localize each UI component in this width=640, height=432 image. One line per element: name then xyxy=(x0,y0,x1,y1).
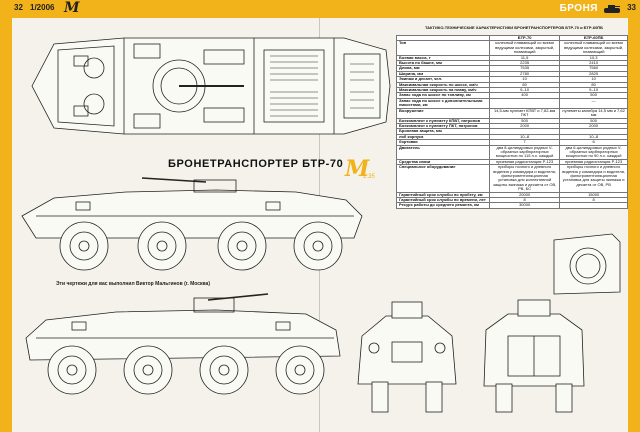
spec-btr70-cell: 400 xyxy=(488,92,561,99)
spec-btr70-cell: приборы ночного и дневного видения у ком… xyxy=(488,164,561,193)
side-view-left-drawing xyxy=(21,177,363,271)
spec-btr60pb-cell xyxy=(559,202,628,209)
spec-btr60pb-cell: 500 xyxy=(559,92,628,99)
page-number-right: 33 xyxy=(627,3,636,12)
spec-table-row: Запас хода по шоссе с дополнительными ем… xyxy=(396,97,628,109)
spec-btr60pb-cell: — xyxy=(559,97,628,109)
left-margin-bar xyxy=(0,18,12,432)
top-view-drawing xyxy=(31,37,391,135)
spec-label-cell: Запас хода по шоссе с дополнительными ем… xyxy=(396,97,490,109)
scale-logo-sub: 1:35 xyxy=(363,174,375,180)
spec-table-header-cell: БТР-70 xyxy=(488,34,561,42)
spec-btr60pb-cell: два 6-цилиндровых рядных V-образных карб… xyxy=(559,144,628,160)
spec-btr60pb-cell: приборы ночного и дневного видения у ком… xyxy=(559,164,628,193)
rear-view-drawing xyxy=(483,299,585,413)
magazine-logo: М xyxy=(64,0,80,16)
spec-label-cell: Двигатель xyxy=(396,144,490,160)
spec-label-cell: Специальное оборудование xyxy=(396,164,490,193)
spec-btr70-cell: 2000 xyxy=(488,122,561,130)
spec-label-cell: Вооружение xyxy=(396,107,490,119)
spec-btr70-cell: 14,5-мм пулемет КПВТ и 7,62-мм ПКТ xyxy=(488,107,561,119)
issue-number: 1/2006 xyxy=(30,3,55,12)
spec-btr70-cell: 30000 xyxy=(488,202,561,209)
spec-btr70-cell xyxy=(488,97,561,109)
spec-btr70-cell: приемная радиостанция Р-123 xyxy=(488,158,561,166)
section-title: БРОНЯ xyxy=(559,3,598,14)
spec-btr70-cell: 7 xyxy=(488,139,561,146)
scale-logo: M 1:35 xyxy=(345,156,375,184)
spec-label-cell: Тип xyxy=(396,40,490,56)
drawing-title: БРОНЕТРАНСПОРТЕР БТР-70 xyxy=(168,158,344,170)
spec-btr60pb-cell: 6 xyxy=(559,139,628,146)
scale-logo-mark: M xyxy=(345,156,370,182)
spec-table-header-row: БТР-70 БТР-60ПБ xyxy=(396,34,628,42)
spec-table-title: ТАКТИКО-ТЕХНИЧЕСКИЕ ХАРАКТЕРИСТИКИ БРОНЕ… xyxy=(424,25,604,30)
spec-btr70-cell: два 8-цилиндровых рядных V-образных карб… xyxy=(488,144,561,160)
spec-btr60pb-cell: 8 xyxy=(559,196,628,204)
tank-icon xyxy=(604,5,620,13)
spec-btr60pb-cell: колесный плавающий со всеми ведущими кол… xyxy=(559,40,628,56)
spec-btr70-cell: колесный плавающий со всеми ведущими кол… xyxy=(488,40,561,56)
spec-btr60pb-cell: 2000 xyxy=(559,122,628,130)
page-number-left: 32 xyxy=(14,3,23,12)
side-view-right-drawing xyxy=(25,293,341,395)
spec-label-cell: Ресурс работы до среднего ремонта, км xyxy=(396,202,490,209)
spec-btr60pb-cell: приемная радиостанция Р-123 xyxy=(559,158,628,166)
page-header: 32 1/2006 М БРОНЯ 33 xyxy=(0,0,640,18)
right-margin-bar xyxy=(628,18,640,432)
spec-table-header-cell: БТР-60ПБ xyxy=(559,34,628,42)
front-view-drawing xyxy=(357,301,457,413)
spec-btr60pb-cell: пулеметы калибра 14,5 мм и 7,62 мм xyxy=(559,107,628,119)
rear-detail-drawing xyxy=(553,233,621,295)
drawing-caption: Эти чертежи для вас выполнил Виктор Маль… xyxy=(56,281,210,287)
